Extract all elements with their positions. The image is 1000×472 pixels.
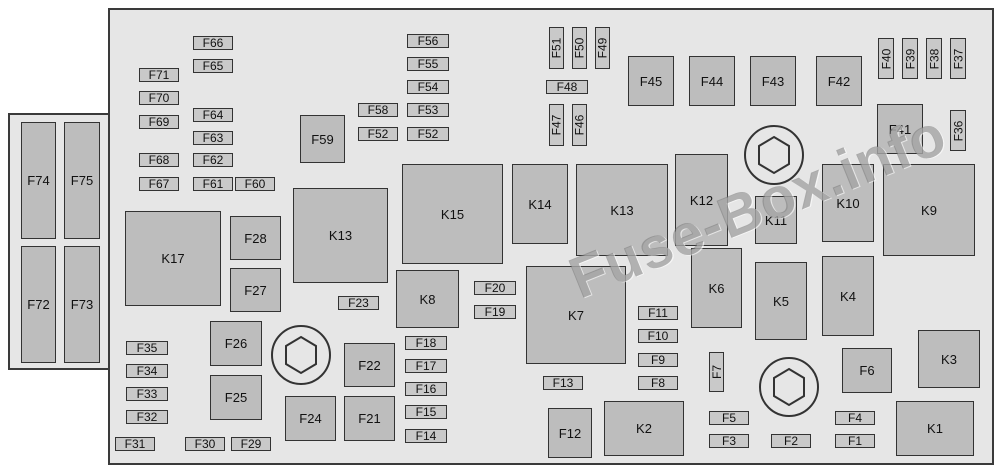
relay-k10: K10	[822, 164, 874, 242]
relay-k13-center: K13	[576, 164, 668, 256]
fuse-f68: F68	[139, 153, 179, 167]
relay-k12: K12	[675, 154, 728, 246]
fuse-f51: F51	[549, 27, 564, 69]
fuse-f10: F10	[638, 329, 678, 343]
fuse-f39: F39	[902, 38, 918, 79]
relay-k4: K4	[822, 256, 874, 336]
fuse-f61: F61	[193, 177, 233, 191]
fuse-f20: F20	[474, 281, 516, 295]
relay-k6: K6	[691, 248, 742, 328]
fuse-f27: F27	[230, 268, 281, 312]
fuse-f67: F67	[139, 177, 179, 191]
fuse-f25: F25	[210, 375, 262, 420]
fuse-f11: F11	[638, 306, 678, 320]
fuse-f52-left: F52	[358, 127, 398, 141]
fuse-f54: F54	[407, 80, 449, 94]
fuse-f33: F33	[126, 387, 168, 401]
relay-k14: K14	[512, 164, 568, 244]
relay-k17: K17	[125, 211, 221, 306]
fuse-f52-right: F52	[407, 127, 449, 141]
fuse-f55: F55	[407, 57, 449, 71]
relay-k2: K2	[604, 401, 684, 456]
fuse-f50: F50	[572, 27, 587, 69]
fuse-f70: F70	[139, 91, 179, 105]
relay-k13-left: K13	[293, 188, 388, 283]
fuse-f37: F37	[950, 38, 966, 79]
fuse-f66: F66	[193, 36, 233, 50]
fuse-f23: F23	[338, 296, 379, 310]
fuse-f4: F4	[835, 411, 875, 425]
fuse-f8: F8	[638, 376, 678, 390]
fuse-f41: F41	[877, 104, 923, 154]
fuse-f26: F26	[210, 321, 262, 366]
fuse-f75: F75	[64, 122, 100, 239]
fuse-f13: F13	[543, 376, 583, 390]
fuse-f9: F9	[638, 353, 678, 367]
fuse-f17: F17	[405, 359, 447, 373]
fuse-f48: F48	[546, 80, 588, 94]
bolt-icon	[271, 325, 331, 385]
fuse-f49: F49	[595, 27, 610, 69]
fuse-f71: F71	[139, 68, 179, 82]
fuse-f46: F46	[572, 104, 587, 146]
fuse-f73: F73	[64, 246, 100, 363]
fuse-f47: F47	[549, 104, 564, 146]
fuse-f59: F59	[300, 115, 345, 163]
fuse-f22: F22	[344, 343, 395, 387]
fuse-f38: F38	[926, 38, 942, 79]
fuse-f64: F64	[193, 108, 233, 122]
fuse-f43: F43	[750, 56, 796, 106]
fuse-f28: F28	[230, 216, 281, 260]
bolt-icon	[759, 357, 819, 417]
relay-k15: K15	[402, 164, 503, 264]
fuse-f42: F42	[816, 56, 862, 106]
relay-k3: K3	[918, 330, 980, 388]
fuse-f2: F2	[771, 434, 811, 448]
fuse-f53: F53	[407, 103, 449, 117]
relay-k11: K11	[755, 196, 797, 244]
fuse-f14: F14	[405, 429, 447, 443]
relay-k9: K9	[883, 164, 975, 256]
fuse-f12: F12	[548, 408, 592, 458]
fuse-f34: F34	[126, 364, 168, 378]
fuse-f62: F62	[193, 153, 233, 167]
fuse-f5: F5	[709, 411, 749, 425]
relay-k7: K7	[526, 266, 626, 364]
fuse-f19: F19	[474, 305, 516, 319]
relay-k8: K8	[396, 270, 459, 328]
fuse-f15: F15	[405, 405, 447, 419]
fuse-f1: F1	[835, 434, 875, 448]
fuse-f32: F32	[126, 410, 168, 424]
bolt-icon	[744, 125, 804, 185]
fuse-f24: F24	[285, 396, 336, 441]
fuse-f18: F18	[405, 336, 447, 350]
fuse-f16: F16	[405, 382, 447, 396]
fuse-f72: F72	[21, 246, 56, 363]
fuse-f65: F65	[193, 59, 233, 73]
fuse-f31: F31	[115, 437, 155, 451]
fuse-f30: F30	[185, 437, 225, 451]
fuse-f60: F60	[235, 177, 275, 191]
fuse-f40: F40	[878, 38, 894, 79]
relay-k5: K5	[755, 262, 807, 340]
fuse-f69: F69	[139, 115, 179, 129]
fuse-f7: F7	[709, 352, 724, 392]
fuse-f35: F35	[126, 341, 168, 355]
fuse-f3: F3	[709, 434, 749, 448]
fuse-f6: F6	[842, 348, 892, 393]
fuse-f63: F63	[193, 131, 233, 145]
fuse-f36: F36	[950, 110, 966, 151]
relay-k1: K1	[896, 401, 974, 456]
fuse-f44: F44	[689, 56, 735, 106]
fuse-f29: F29	[231, 437, 271, 451]
fuse-f58: F58	[358, 103, 398, 117]
fuse-f21: F21	[344, 396, 395, 441]
fuse-f45: F45	[628, 56, 674, 106]
fuse-f56: F56	[407, 34, 449, 48]
fuse-f74: F74	[21, 122, 56, 239]
